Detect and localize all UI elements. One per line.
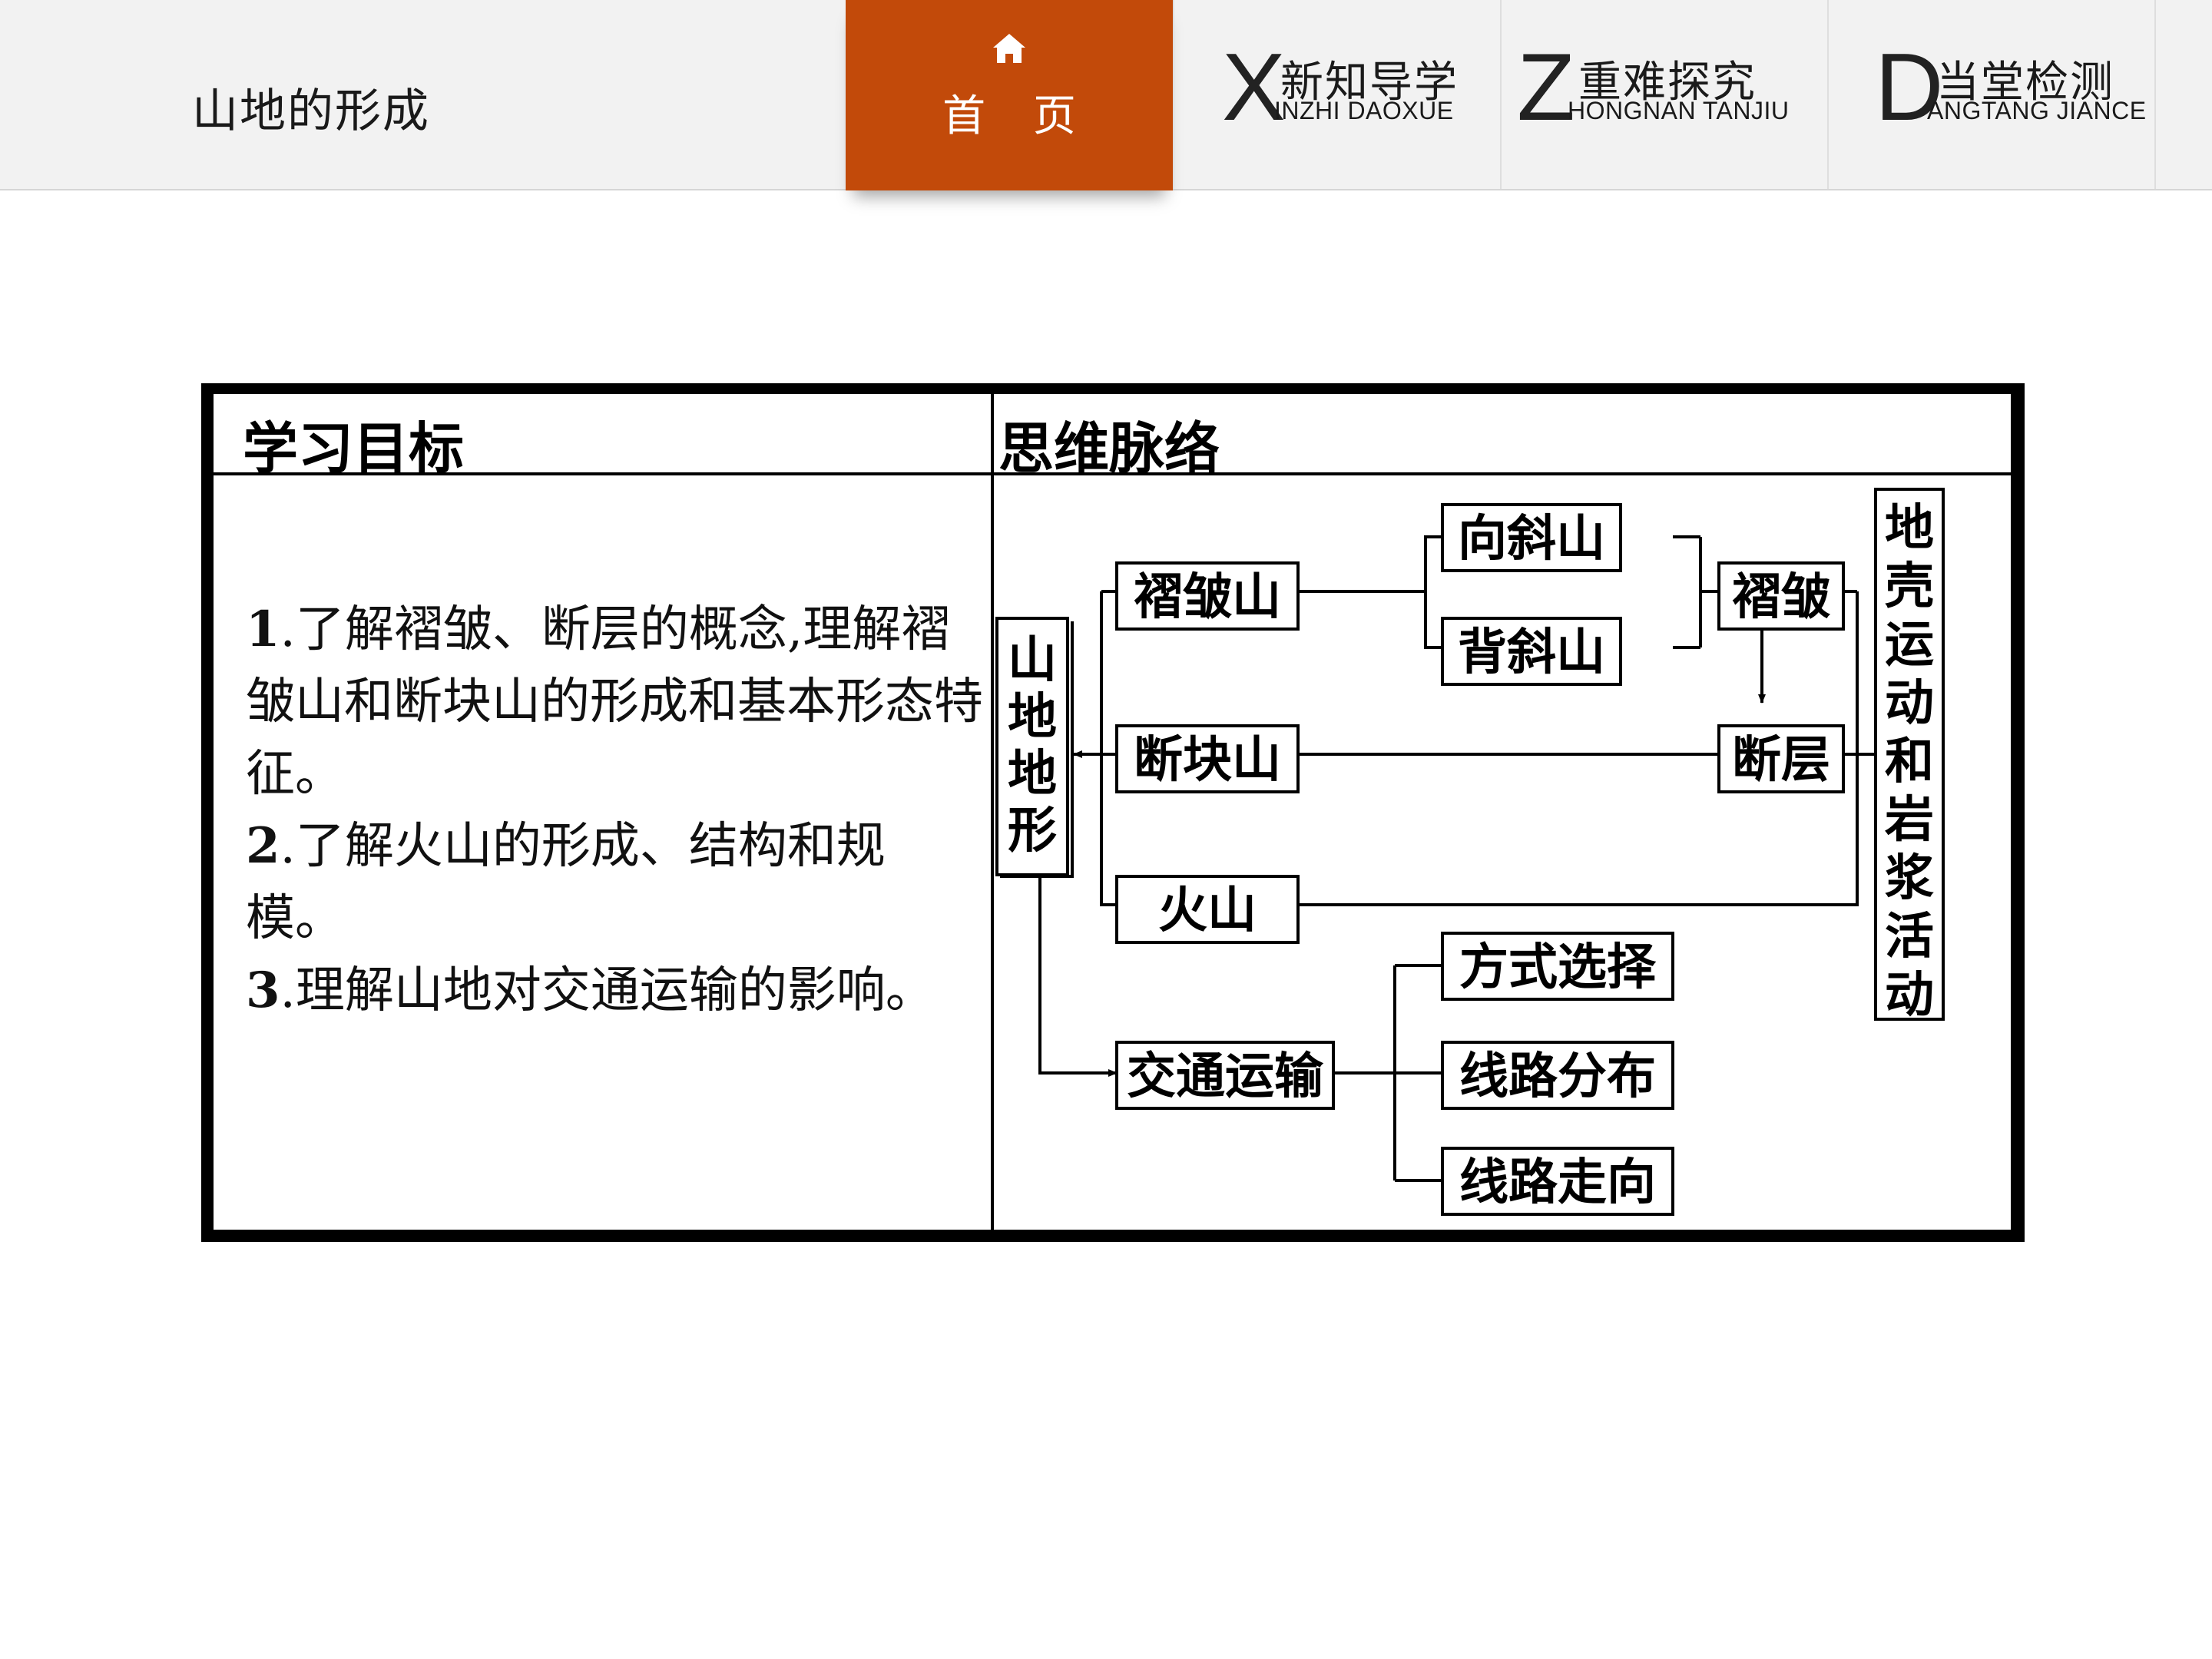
goal-item: 2.了解火山的形成、结构和规模。 (246, 810, 983, 955)
tab-letter: Z (1517, 35, 1575, 141)
anticline-box (1441, 617, 1622, 686)
transport-label: 交通运输 (1127, 1048, 1324, 1105)
tab-edge (2154, 0, 2212, 189)
table-column-divider (991, 394, 994, 1230)
landform-box (995, 617, 1069, 876)
learning-goals-header: 学习目标 (243, 416, 465, 481)
goal-item: 3.理解山地对交通运输的影响。 (246, 955, 983, 1027)
fault-box (1717, 724, 1845, 793)
tab-dangtang-jiance[interactable]: D 当堂检测 ANGTANG JIANCE (1827, 0, 2154, 189)
goal-text: .理解山地对交通运输的影响。 (280, 962, 935, 1019)
source-label: 地壳运动和岩浆活动 (1885, 500, 1934, 1024)
tab-subtitle: HONGNAN TANJIU (1568, 97, 1790, 124)
fold-mountain-label: 褶皱山 (1134, 569, 1281, 626)
fold-box (1717, 561, 1845, 631)
diagram-connectors (1038, 535, 1874, 1182)
vertical-char: 山 (1008, 632, 1057, 689)
vertical-char: 形 (1008, 803, 1057, 859)
top-nav-bar: 山地的形成 首 页 X 新知导学 INZHI DAOXUE Z 重难探究 HON… (0, 0, 2212, 190)
goal-number: 3 (246, 962, 280, 1019)
vertical-char: 活 (1885, 909, 1934, 965)
mode-choice-box (1441, 932, 1674, 1001)
landform-label: 山地地形 (1008, 632, 1057, 859)
volcano-box (1115, 875, 1300, 944)
learning-goals-list: 1.了解褶皱、断层的概念,理解褶皱山和断块山的形成和基本形态特征。 2.了解火山… (246, 594, 983, 1027)
source-box (1874, 488, 1945, 1021)
tab-zhongnan-tanjiu[interactable]: Z 重难探究 HONGNAN TANJIU (1500, 0, 1827, 189)
tab-subtitle: INZHI DAOXUE (1274, 97, 1454, 124)
transport-box (1115, 1041, 1335, 1110)
vertical-char: 和 (1885, 733, 1934, 790)
syncline-mountain-label: 向斜山 (1458, 511, 1605, 568)
fold-label: 褶皱 (1732, 569, 1831, 626)
vertical-char: 浆 (1885, 850, 1934, 907)
tab-xinzhi-daoxue[interactable]: X 新知导学 INZHI DAOXUE (1173, 0, 1500, 189)
tab-title: 新知导学 (1280, 58, 1459, 108)
goal-item: 1.了解褶皱、断层的概念,理解褶皱山和断块山的形成和基本形态特征。 (246, 594, 983, 810)
block-mountain-label: 断块山 (1134, 732, 1281, 789)
vertical-char: 动 (1885, 675, 1934, 732)
fault-label: 断层 (1732, 732, 1830, 789)
vertical-char: 地 (1008, 746, 1057, 803)
goal-number: 1 (246, 601, 280, 658)
syncline-box (1441, 503, 1622, 572)
objectives-table: 学习目标 思维脉络 1.了解褶皱、断层的概念,理解褶皱山和断块山的形成和基本形态… (201, 383, 2025, 1242)
goal-text: .了解褶皱、断层的概念,理解褶皱山和断块山的形成和基本形态特征。 (246, 601, 983, 803)
route-direction-box (1441, 1147, 1674, 1216)
route-direction-label: 线路走向 (1459, 1154, 1656, 1211)
home-icon (993, 34, 1025, 63)
mind-map-diagram: 向斜山 背斜山 褶皱 断层 褶皱山 断块山 火山 交通运输 方式选择 线路分布 … (995, 488, 1945, 1216)
tab-title: 当堂检测 (1936, 58, 2114, 108)
goal-number: 2 (246, 817, 280, 875)
vertical-char: 动 (1885, 967, 1934, 1024)
lesson-title: 山地的形成 (192, 84, 430, 138)
table-body: 学习目标 思维脉络 1.了解褶皱、断层的概念,理解褶皱山和断块山的形成和基本形态… (214, 394, 2011, 1230)
tab-subtitle: ANGTANG JIANCE (1927, 97, 2147, 124)
volcano-label: 火山 (1158, 882, 1257, 939)
route-distribution-label: 线路分布 (1459, 1048, 1656, 1105)
vertical-char: 地 (1885, 500, 1934, 557)
vertical-char: 壳 (1885, 558, 1934, 615)
goal-text: .了解火山的形成、结构和规模。 (246, 818, 886, 947)
mind-map-header: 思维脉络 (998, 416, 1220, 481)
table-header-divider (214, 472, 2011, 475)
home-label: 首 页 (942, 91, 1093, 141)
vertical-char: 运 (1885, 617, 1934, 674)
fold-mountain-box (1115, 561, 1300, 631)
vertical-char: 地 (1008, 689, 1057, 746)
tab-letter: X (1222, 35, 1286, 141)
home-tab[interactable]: 首 页 (846, 0, 1173, 190)
tab-title: 重难探究 (1578, 58, 1757, 108)
mode-choice-label: 方式选择 (1459, 939, 1657, 996)
anticline-mountain-label: 背斜山 (1458, 624, 1605, 681)
vertical-char: 岩 (1885, 792, 1934, 849)
route-distribution-box (1441, 1041, 1674, 1110)
tab-letter: D (1875, 35, 1944, 141)
block-mountain-box (1115, 724, 1300, 793)
